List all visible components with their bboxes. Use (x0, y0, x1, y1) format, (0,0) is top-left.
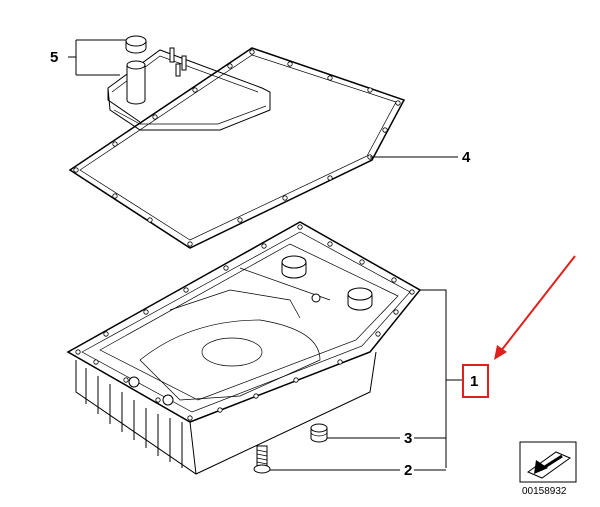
oil-pan (66, 221, 422, 475)
highlight-annotation (462, 255, 576, 398)
callout-2: 2 (404, 462, 412, 479)
drain-plug (310, 423, 328, 443)
highlight-box (462, 364, 489, 398)
callout-5: 5 (50, 49, 58, 66)
leader-lines (68, 39, 462, 471)
callout-1: 1 (470, 373, 478, 390)
pan-bolt (253, 445, 271, 474)
magnet-boss-right (347, 287, 373, 311)
callout-3: 3 (404, 430, 412, 447)
part-number: 00158932 (522, 486, 567, 497)
callout-4: 4 (462, 149, 471, 166)
highlight-arrowhead (494, 345, 507, 360)
filter-assembly (107, 35, 271, 131)
catalog-icon (519, 441, 577, 483)
highlight-arrow (496, 255, 576, 357)
pan-gasket (68, 47, 406, 249)
magnet-boss-left (281, 255, 307, 279)
